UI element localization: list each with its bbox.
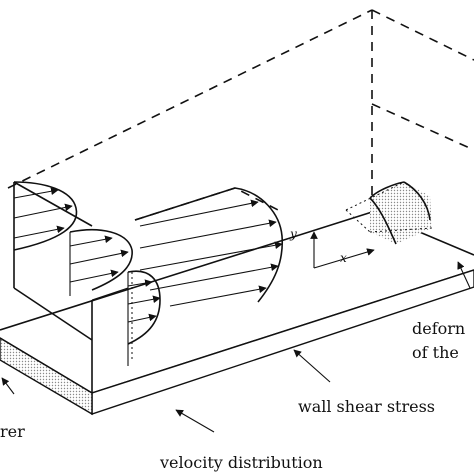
plate-top xyxy=(0,212,474,393)
profile-plane-top xyxy=(134,187,236,221)
velocity-arrow xyxy=(13,225,65,239)
inlet-wall-top xyxy=(13,181,93,227)
velocity-distribution-pointer xyxy=(175,409,215,433)
velocity-arrow xyxy=(13,187,59,199)
label-pointers xyxy=(1,261,471,433)
deformed-surface-outline xyxy=(369,181,431,245)
domain-top-back xyxy=(7,9,373,189)
deformation-pointer xyxy=(457,261,471,289)
inlet-plane xyxy=(13,181,129,393)
velocity-arrow xyxy=(127,279,153,287)
profile-curve xyxy=(234,187,284,303)
velocity-arrow xyxy=(127,313,157,323)
layer-pointer xyxy=(1,377,15,395)
velocity-profile-middle xyxy=(69,228,133,296)
deformation-label-line1: deforn xyxy=(412,319,465,338)
domain-top-right xyxy=(371,9,474,61)
x-axis-label: x xyxy=(340,251,347,265)
velocity-arrow xyxy=(169,285,267,307)
velocity-arrow xyxy=(139,199,259,227)
velocity-profile-front xyxy=(127,270,161,366)
velocity-arrow xyxy=(127,295,161,305)
inlet-midline xyxy=(91,287,129,301)
profile-curve xyxy=(69,228,133,291)
velocity-distribution-label: velocity distribution xyxy=(159,453,323,472)
deformable-wall-element xyxy=(345,181,433,245)
velocity-arrow xyxy=(69,235,113,247)
velocity-arrow xyxy=(139,219,277,249)
plate-side-face xyxy=(0,337,93,416)
velocity-arrow xyxy=(69,249,129,265)
velocity-arrow xyxy=(149,263,279,291)
velocity-arrow xyxy=(69,269,119,283)
inlet-wall-bottom xyxy=(13,287,93,341)
undeformed-reference xyxy=(345,181,433,233)
layer-label-fragment: rer xyxy=(0,422,25,441)
profile-curve xyxy=(13,181,78,251)
wall-shear-stress-pointer xyxy=(293,349,331,383)
velocity-arrow xyxy=(139,241,283,271)
coordinate-axes: y x xyxy=(289,227,375,269)
plate-back-edge xyxy=(0,211,373,331)
domain-mid-front xyxy=(134,187,283,221)
velocity-profile-back xyxy=(13,181,78,251)
deformation-label-line2: of the xyxy=(412,343,459,362)
wall-shear-stress-label: wall shear stress xyxy=(298,397,435,416)
domain-back-diagonal xyxy=(371,103,474,151)
x-axis-arrow xyxy=(313,248,375,269)
velocity-profile-downstream xyxy=(134,187,284,307)
y-axis-label: y xyxy=(289,227,297,241)
plate xyxy=(0,211,474,416)
velocity-arrow xyxy=(13,203,73,219)
